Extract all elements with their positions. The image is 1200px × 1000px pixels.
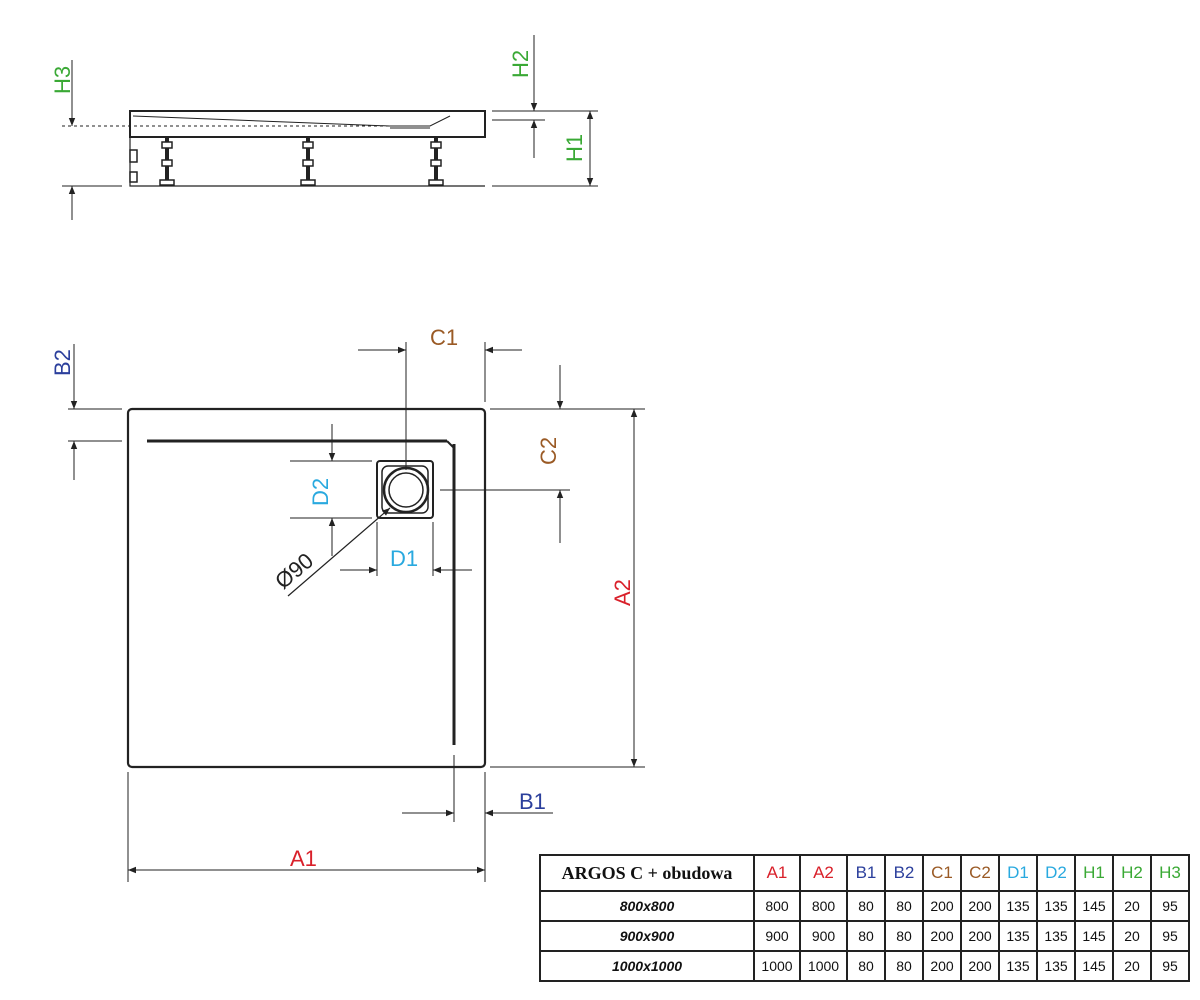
table-cell: 200 xyxy=(922,920,962,952)
col-header-c2: C2 xyxy=(960,854,1000,892)
col-header-d2: D2 xyxy=(1036,854,1076,892)
top-view xyxy=(68,342,645,882)
table-cell: 20 xyxy=(1112,950,1152,982)
table-cell: 800 xyxy=(753,890,801,922)
table-cell: 80 xyxy=(884,950,924,982)
col-header-h1: H1 xyxy=(1074,854,1114,892)
table-row: 1000x1000 1000 1000 80 80 200 200 135 13… xyxy=(539,950,1190,982)
col-header-a1: A1 xyxy=(753,854,801,892)
col-header-h3: H3 xyxy=(1150,854,1190,892)
table-cell: 20 xyxy=(1112,920,1152,952)
table-cell: 20 xyxy=(1112,890,1152,922)
diameter-leader xyxy=(287,507,391,597)
table-cell: 145 xyxy=(1074,950,1114,982)
table-cell: 135 xyxy=(1036,920,1076,952)
table-cell: 200 xyxy=(960,950,1000,982)
tray-side-body xyxy=(129,110,486,138)
dimensions-table: ARGOS C + obudowa A1 A2 B1 B2 C1 C2 D1 D… xyxy=(539,854,1190,982)
col-header-h2: H2 xyxy=(1112,854,1152,892)
table-cell: 95 xyxy=(1150,920,1190,952)
table-cell: 200 xyxy=(960,920,1000,952)
label-d1: D1 xyxy=(390,546,418,571)
table-row: 900x900 900 900 80 80 200 200 135 135 14… xyxy=(539,920,1190,952)
row-size: 1000x1000 xyxy=(539,950,755,982)
label-a2: A2 xyxy=(610,579,635,606)
table-cell: 135 xyxy=(998,920,1038,952)
col-header-d1: D1 xyxy=(998,854,1038,892)
label-h1: H1 xyxy=(562,134,587,162)
table-cell: 135 xyxy=(1036,890,1076,922)
table-cell: 900 xyxy=(753,920,801,952)
table-cell: 95 xyxy=(1150,950,1190,982)
table-cell: 80 xyxy=(846,890,886,922)
table-cell: 145 xyxy=(1074,920,1114,952)
label-b1: B1 xyxy=(519,789,546,814)
leg-left xyxy=(159,137,175,186)
table-cell: 80 xyxy=(884,920,924,952)
table-cell: 900 xyxy=(799,920,848,952)
table-title: ARGOS C + obudowa xyxy=(539,854,755,892)
label-h3: H3 xyxy=(50,66,75,94)
tray-top-outline xyxy=(126,407,487,769)
label-c1: C1 xyxy=(430,325,458,350)
col-header-c1: C1 xyxy=(922,854,962,892)
label-d2: D2 xyxy=(308,478,333,506)
table-cell: 135 xyxy=(998,950,1038,982)
table-cell: 200 xyxy=(922,890,962,922)
table-cell: 80 xyxy=(846,950,886,982)
table-cell: 200 xyxy=(922,950,962,982)
col-header-b1: B1 xyxy=(846,854,886,892)
label-c2: C2 xyxy=(536,437,561,465)
tray-slope-line xyxy=(132,115,451,127)
leg-middle xyxy=(300,137,316,186)
table-cell: 145 xyxy=(1074,890,1114,922)
table-cell: 80 xyxy=(884,890,924,922)
row-size: 800x800 xyxy=(539,890,755,922)
col-header-a2: A2 xyxy=(799,854,848,892)
table-cell: 135 xyxy=(1036,950,1076,982)
col-header-b2: B2 xyxy=(884,854,924,892)
table-cell: 95 xyxy=(1150,890,1190,922)
label-a1: A1 xyxy=(290,846,317,871)
leg-right xyxy=(428,137,444,186)
table-row: 800x800 800 800 80 80 200 200 135 135 14… xyxy=(539,890,1190,922)
table-cell: 80 xyxy=(846,920,886,952)
table-cell: 1000 xyxy=(799,950,848,982)
side-view xyxy=(62,35,598,220)
table-cell: 135 xyxy=(998,890,1038,922)
table-cell: 800 xyxy=(799,890,848,922)
row-size: 900x900 xyxy=(539,920,755,952)
table-cell: 200 xyxy=(960,890,1000,922)
label-h2: H2 xyxy=(508,50,533,78)
table-header-row: ARGOS C + obudowa A1 A2 B1 B2 C1 C2 D1 D… xyxy=(539,854,1190,892)
table-cell: 1000 xyxy=(753,950,801,982)
label-b2: B2 xyxy=(50,349,75,376)
